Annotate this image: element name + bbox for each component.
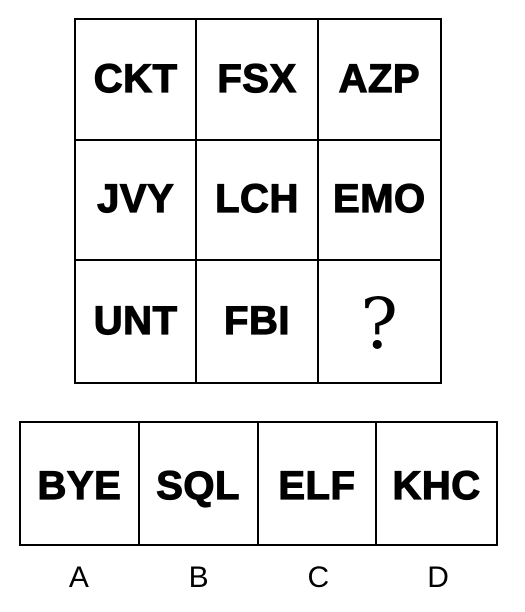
grid-cell-r3c2: FBI xyxy=(197,261,319,382)
option-c-label: C xyxy=(307,561,330,594)
answer-options: BYE SQL ELF KHC xyxy=(19,421,498,546)
question-mark-cell: ? xyxy=(360,282,399,365)
option-d-box[interactable]: KHC xyxy=(392,463,481,508)
puzzle-grid: CKT FSX AZP JVY LCH EMO UNT FBI ? xyxy=(74,18,442,384)
grid-cell-r1c3: AZP xyxy=(318,20,440,141)
grid-cell-r2c1: JVY xyxy=(76,140,198,262)
option-a-box[interactable]: BYE xyxy=(21,423,140,544)
grid-cell-r2c3: EMO xyxy=(318,141,440,262)
grid-cell-r1c2: FSX xyxy=(197,20,319,141)
option-d-label: D xyxy=(427,561,449,594)
option-b-label: B xyxy=(188,561,209,594)
grid-cell-r1c1: CKT xyxy=(76,20,198,141)
option-a-label: A xyxy=(68,561,89,594)
grid-cell-r2c2: LCH xyxy=(197,140,319,262)
option-b-box[interactable]: SQL xyxy=(140,423,259,544)
option-letters: A B C D xyxy=(19,556,498,600)
option-c-box[interactable]: ELF xyxy=(259,423,378,544)
grid-cell-r3c1: UNT xyxy=(76,261,198,382)
